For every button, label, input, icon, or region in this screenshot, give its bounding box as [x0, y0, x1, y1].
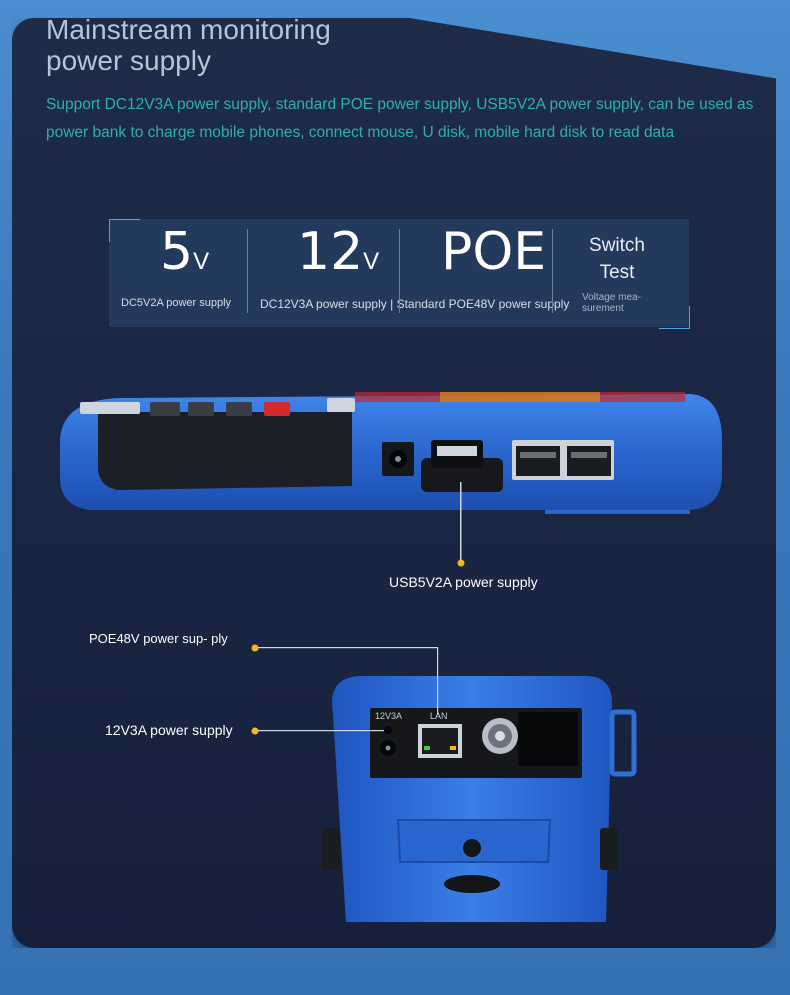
device-top-view — [322, 676, 637, 922]
port-label-12v: 12V3A — [375, 711, 403, 721]
feature-12v-value: 12V — [297, 222, 379, 282]
feature-5v-number: 5 — [160, 222, 194, 282]
feature-poe-value: POE — [441, 222, 546, 282]
callout-12v-power: 12V3A power supply — [105, 722, 233, 738]
feature-5v-value: 5V — [160, 222, 209, 282]
corner-bracket-bottom-right — [659, 306, 690, 329]
feature-12v-unit: V — [363, 248, 380, 275]
feature-switch-line2: Test — [599, 262, 635, 283]
feature-12v-caption-text: DC12V3A power supply — [260, 297, 387, 311]
device-side-view — [60, 392, 722, 514]
caption-separator: | — [390, 297, 394, 311]
callout-poe-power: POE48V power sup- ply — [89, 631, 228, 646]
feature-5v-caption: DC5V2A power supply — [121, 297, 232, 309]
feature-divider — [552, 229, 553, 313]
feature-switch-test: Switch Test — [585, 232, 649, 286]
feature-switch-line1: Switch — [589, 235, 645, 256]
callout-usb-power: USB5V2A power supply — [389, 574, 538, 590]
page-title: Mainstream monitoring power supply — [46, 14, 331, 76]
feature-12v-caption: DC12V3A power supply | Standard POE48V p… — [260, 297, 569, 311]
page-subtitle: Support DC12V3A power supply, standard P… — [46, 96, 754, 141]
feature-5v-unit: V — [193, 248, 210, 275]
feature-12v-number: 12 — [297, 222, 364, 282]
port-label-lan: LAN — [430, 711, 448, 721]
feature-switch-caption: Voltage mea- surement — [582, 292, 641, 314]
feature-poe-text: POE — [441, 222, 547, 282]
feature-divider — [247, 229, 248, 313]
corner-bracket-top-left — [109, 219, 140, 242]
feature-divider — [399, 229, 400, 313]
feature-poe-caption: Standard POE48V power supply — [396, 297, 570, 311]
